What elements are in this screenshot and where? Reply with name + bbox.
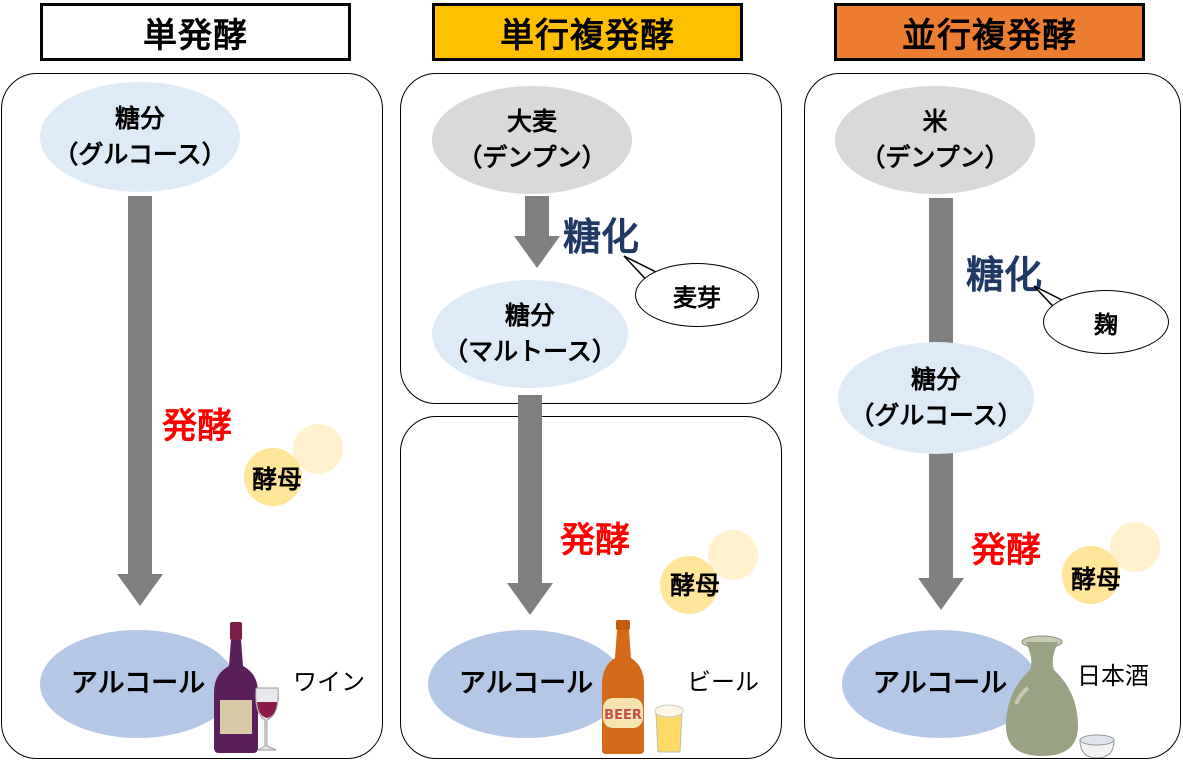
sugar-node-3-line2: （グルコース） [849,401,1023,430]
drink-label-sake: 日本酒 [1077,662,1149,690]
sacch-label-3: 糖化 [966,253,1043,297]
agent-bubble-2: 麦芽 [635,263,759,327]
sugar-node-3-line1: 糖分 [910,365,961,394]
alcohol-node-3: アルコール [842,630,1038,738]
starch-node-2-line2: （デンプン） [457,143,607,172]
drink-label-beer: ビール [687,668,759,696]
arrow-head-3 [918,578,964,610]
agent-bubble-3: 麹 [1043,290,1169,354]
title-single-fermentation: 単発酵 [40,3,351,61]
yeast-cell-2 [660,556,718,614]
sugar-node-2-line2: （マルトース） [443,337,617,366]
ferment-label-1: 発酵 [162,407,233,447]
yeast-cell-small-1 [293,424,343,474]
wine-bottle-icon [214,622,279,753]
alcohol-node-1: アルコール [40,630,236,738]
sugar-node-1-line2: （グルコース） [53,140,227,169]
starch-node-3-line1: 米 [922,107,948,136]
sugar-node-3: 糖分 （グルコース） [838,342,1034,454]
yeast-label-1: 酵母 [252,465,303,494]
beer-bottle-icon: BEER [602,620,684,754]
arrow-shaft-1 [128,196,152,576]
sugar-node-2-line1: 糖分 [504,301,555,330]
arrow-head-2b [507,583,553,615]
arrow-shaft-2a [525,196,549,238]
starch-node-3: 米 （デンプン） [835,86,1035,194]
starch-node-2: 大麦 （デンプン） [432,86,632,194]
ferment-label-2: 発酵 [560,521,631,561]
beer-label-text: BEER [604,708,642,723]
sugar-node-2: 糖分 （マルトース） [432,280,628,388]
title-single-parallel-fermentation: 単行複発酵 [432,3,743,61]
alcohol-node-2: アルコール [428,630,624,738]
drink-label-wine: ワイン [293,668,365,696]
arrow-shaft-2b [518,395,542,585]
starch-node-3-line2: （デンプン） [860,143,1010,172]
yeast-label-2: 酵母 [670,571,721,600]
yeast-cell-3 [1062,546,1120,604]
starch-node-2-line1: 大麦 [506,107,557,136]
sacch-label-2: 糖化 [563,215,640,259]
yeast-cell-1 [244,448,302,506]
sugar-node-1: 糖分 （グルコース） [40,82,240,192]
sugar-node-1-line1: 糖分 [114,104,165,133]
title-multiple-parallel-fermentation: 並行複発酵 [834,3,1145,61]
ferment-label-3: 発酵 [971,531,1042,571]
sake-bottle-icon [1006,635,1115,758]
arrow-head-1 [117,574,163,606]
yeast-cell-small-3 [1110,522,1160,572]
arrow-head-2a [514,236,560,268]
yeast-label-3: 酵母 [1071,565,1122,594]
yeast-cell-small-2 [708,530,758,580]
